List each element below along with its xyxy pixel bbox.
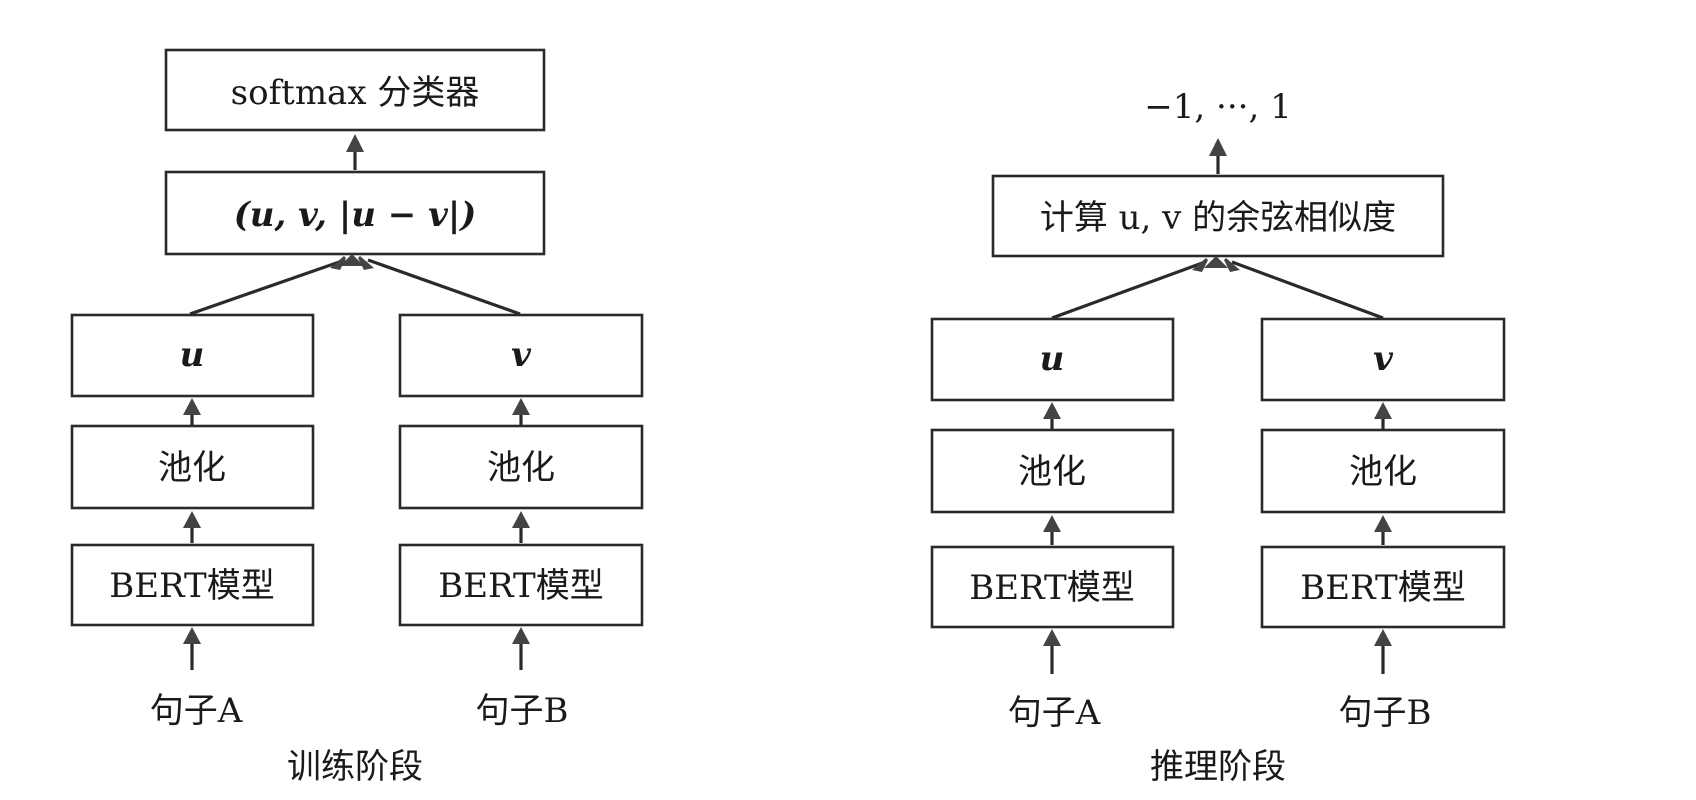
arrow-head-infer-pool-left (1043, 515, 1061, 532)
arrow-head-bert-left (183, 627, 201, 644)
train-bert-box-right (398, 543, 644, 627)
train-input-label-right: 句子B (476, 691, 569, 731)
train-pooling-box-right (398, 424, 644, 510)
infer-pooling-label-left: 池化 (1018, 452, 1086, 492)
softmax-classifier-label: softmax 分类器 (231, 73, 480, 113)
infer-pooling-label-right: 池化 (1349, 452, 1417, 492)
inference-phase: −1, ···, 1 计算 u, v 的余弦相似度 u 池化 BERT模型 句子… (930, 87, 1506, 787)
infer-pooling-box-right (1260, 428, 1506, 514)
arrow-head-bert-right (512, 627, 530, 644)
train-bert-label-left: BERT模型 (109, 566, 274, 606)
cosine-similarity-box (991, 174, 1445, 258)
infer-v-box (1260, 317, 1506, 402)
train-u-label: u (180, 335, 205, 375)
concat-box (164, 170, 546, 256)
infer-bert-box-left (930, 545, 1175, 629)
infer-u-label: u (1040, 339, 1065, 379)
arrow-head-infer-bert-right (1374, 629, 1392, 646)
train-v-label: v (511, 335, 532, 375)
arrow-v-to-sim (1231, 260, 1384, 320)
arrow-head-sim-center (1204, 256, 1228, 268)
infer-bert-label-right: BERT模型 (1300, 568, 1465, 608)
cosine-similarity-label: 计算 u, v 的余弦相似度 (1040, 198, 1396, 238)
infer-input-label-right: 句子B (1339, 693, 1432, 733)
arrow-head-u-left (183, 398, 201, 415)
inference-caption: 推理阶段 (1150, 747, 1286, 787)
train-pooling-label-left: 池化 (158, 448, 226, 488)
arrow-u-to-sim (1051, 260, 1206, 320)
arrow-v-to-concat (367, 258, 521, 316)
train-input-label-left: 句子A (150, 691, 243, 731)
arrow-head-concat-right (358, 256, 374, 270)
infer-pooling-box-left (930, 428, 1175, 514)
training-caption: 训练阶段 (287, 747, 423, 787)
arrow-head-pool-left (183, 511, 201, 528)
arrow-head-concat-center (340, 254, 364, 266)
arrow-head-softmax (346, 134, 364, 152)
infer-input-label-left: 句子A (1008, 693, 1101, 733)
infer-u-box (930, 317, 1175, 402)
arrow-head-infer-u-left (1043, 402, 1061, 419)
arrow-u-to-concat (189, 258, 346, 316)
arrow-head-infer-bert-left (1043, 629, 1061, 646)
arrow-head-concat-left (330, 256, 346, 270)
arrow-head-pool-right (512, 511, 530, 528)
training-phase: softmax 分类器 (u, v, |u − v|) u 池化 BERT模型 … (70, 48, 644, 787)
train-pooling-label-right: 池化 (487, 448, 555, 488)
arrow-head-sim-left (1192, 258, 1208, 272)
arrow-head-sim-right (1224, 258, 1240, 272)
infer-v-label: v (1373, 339, 1394, 379)
train-pooling-box-left (70, 424, 315, 510)
softmax-classifier-box (164, 48, 546, 132)
infer-bert-label-left: BERT模型 (969, 568, 1134, 608)
infer-bert-box-right (1260, 545, 1506, 629)
arrow-head-infer-v-right (1374, 402, 1392, 419)
concat-label: (u, v, |u − v|) (234, 195, 477, 235)
train-bert-label-right: BERT模型 (438, 566, 603, 606)
arrow-head-infer-pool-right (1374, 515, 1392, 532)
train-u-box (70, 313, 315, 398)
train-bert-box-left (70, 543, 315, 627)
train-v-box (398, 313, 644, 398)
inference-output-label: −1, ···, 1 (1144, 87, 1291, 127)
arrow-head-output (1209, 138, 1227, 156)
arrow-head-v-right (512, 398, 530, 415)
